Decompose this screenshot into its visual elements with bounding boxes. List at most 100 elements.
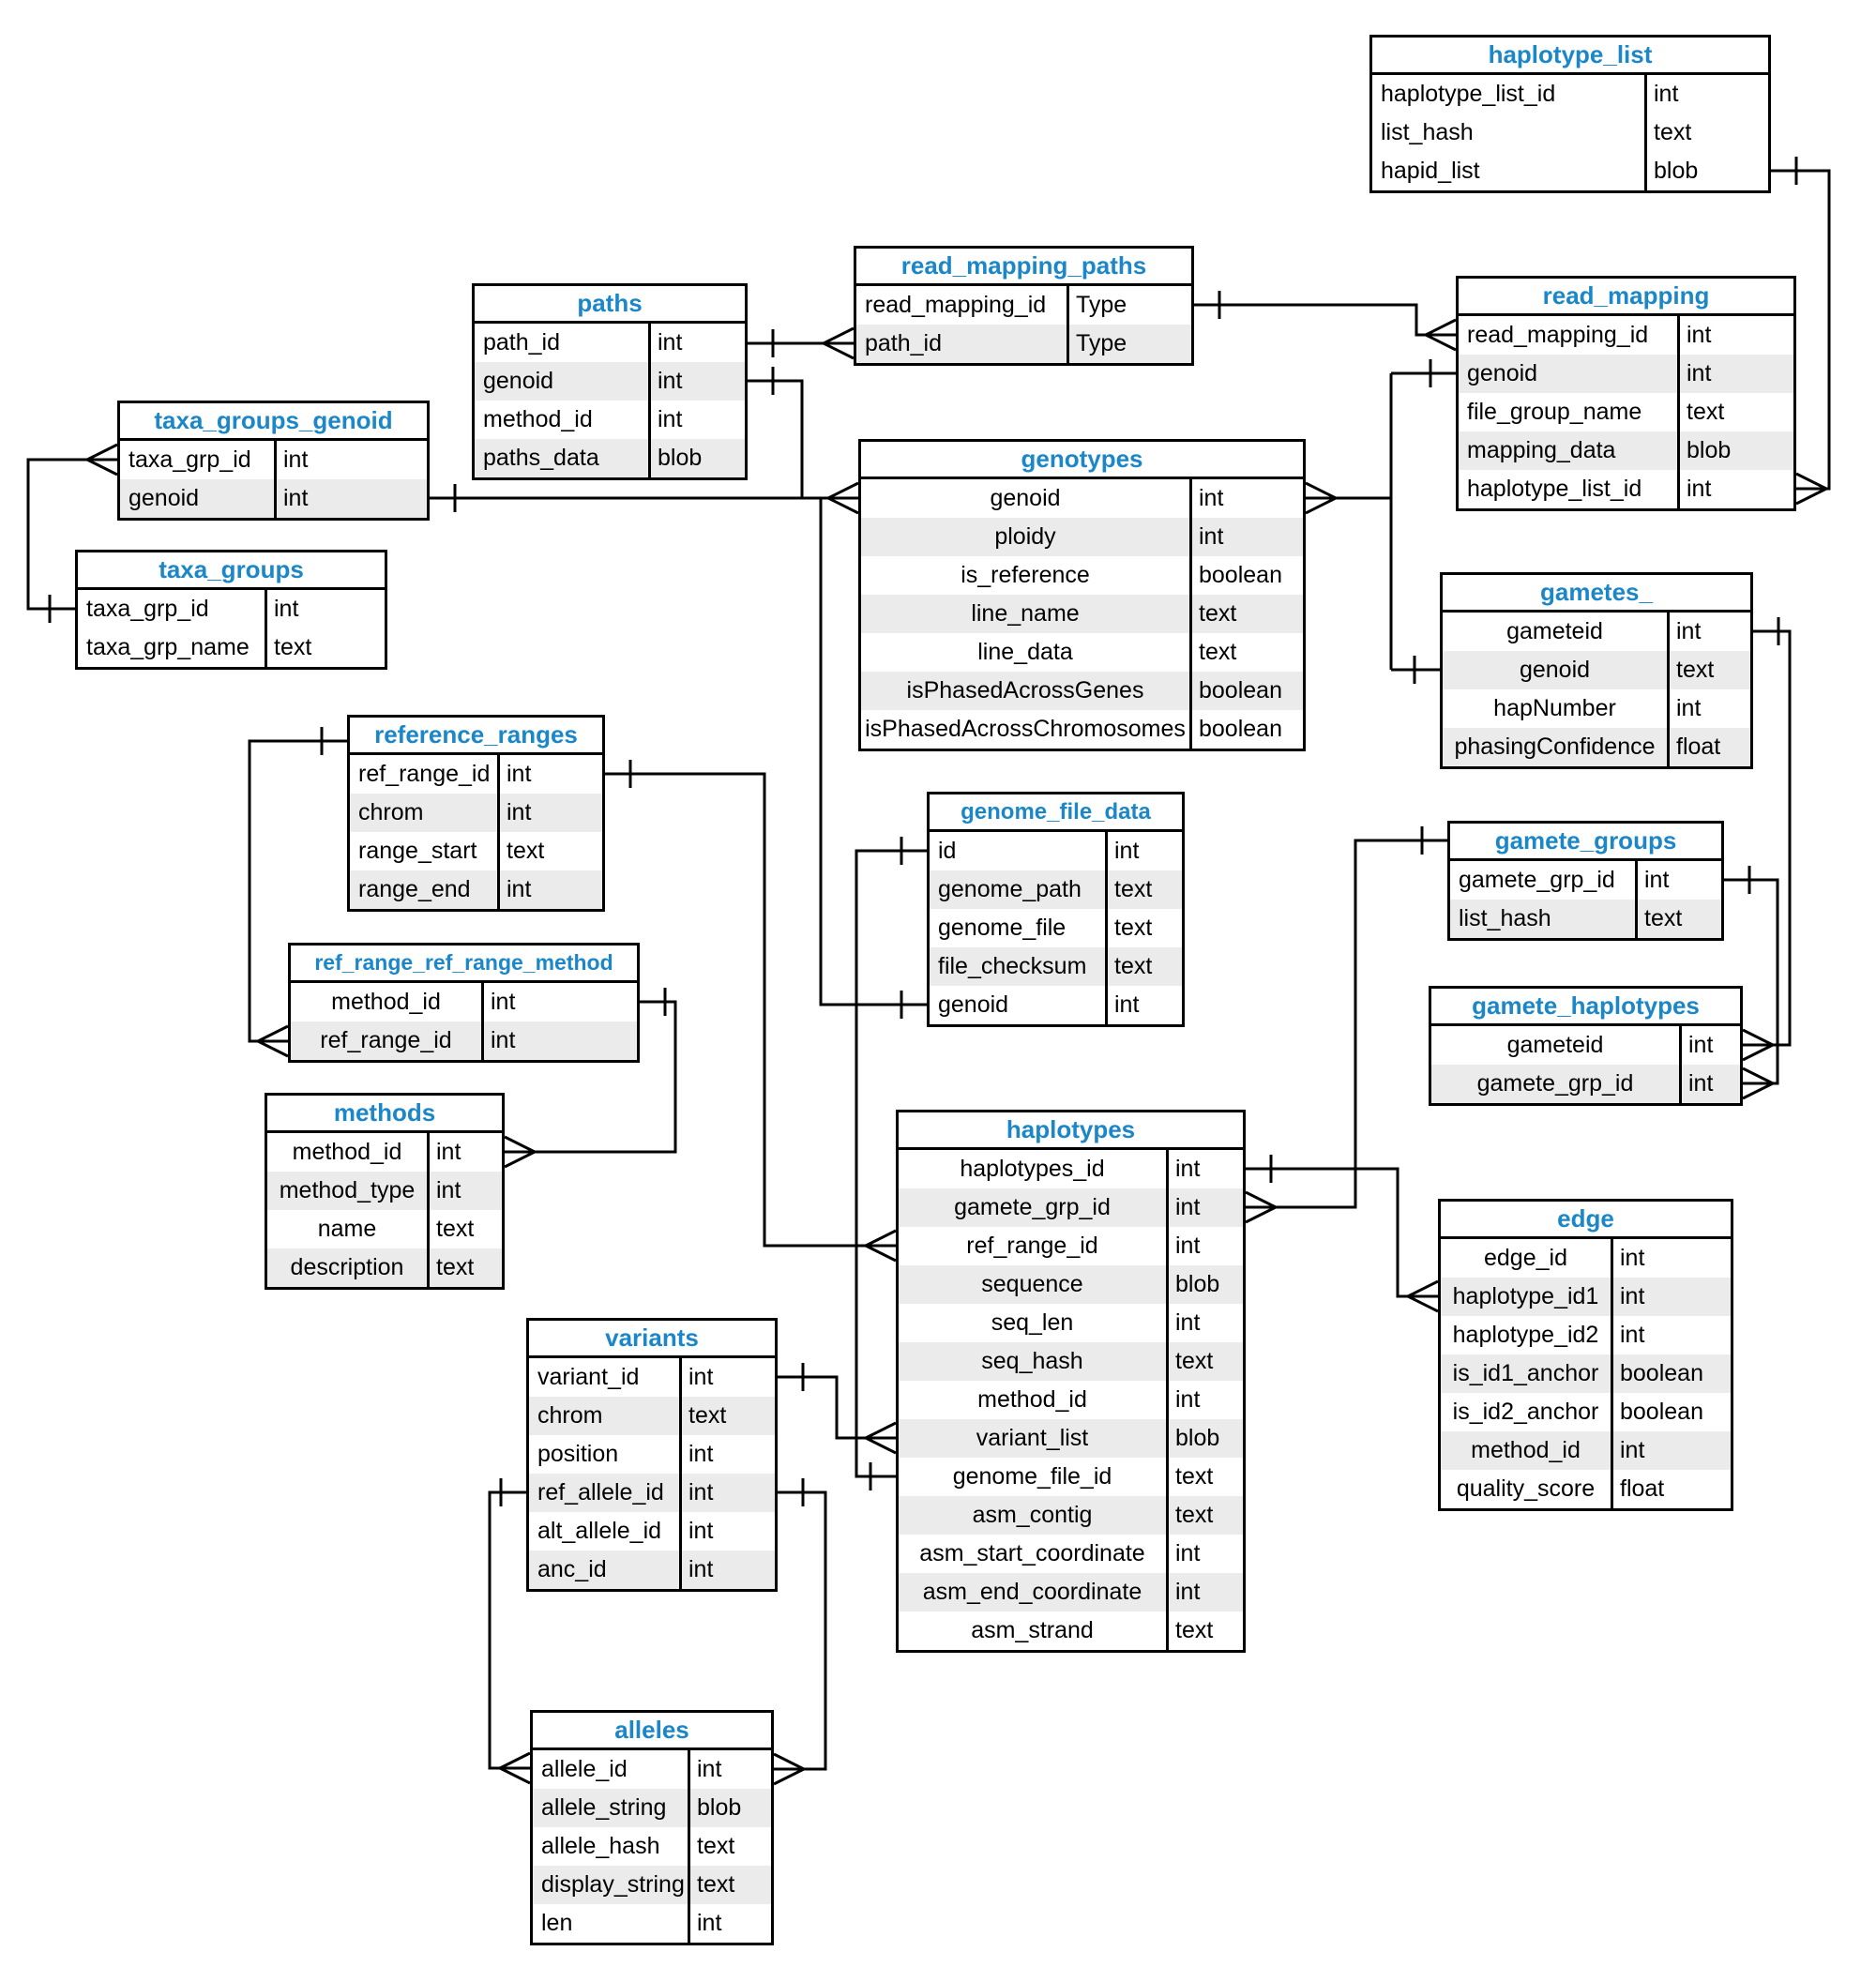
field-type: text <box>697 1833 735 1859</box>
relationship-connector <box>504 988 677 1169</box>
field-name: ploidy <box>861 518 1192 556</box>
field-type: int <box>436 1139 461 1165</box>
field-type: text <box>1676 657 1715 683</box>
field-name: file_checksum <box>930 947 1108 986</box>
table-title: taxa_groups <box>78 552 385 590</box>
field-name: range_start <box>350 832 500 870</box>
field-name: method_id <box>267 1133 430 1172</box>
field-type: boolean <box>1620 1360 1703 1386</box>
field-type: int <box>1688 1070 1714 1097</box>
field-name: list_hash <box>1450 900 1638 938</box>
field-name: seq_len <box>899 1304 1169 1342</box>
field-type: text <box>688 1402 727 1429</box>
field-type: int <box>1687 322 1712 348</box>
table-title: edge <box>1441 1202 1731 1239</box>
field-name: genoid <box>1443 651 1670 689</box>
table-title: gametes_ <box>1443 575 1750 613</box>
relationship-connector <box>778 1363 897 1455</box>
field-name: file_group_name <box>1459 393 1680 431</box>
table-title: ref_range_ref_range_method <box>291 946 637 983</box>
field-name: asm_end_coordinate <box>899 1573 1169 1611</box>
field-type: text <box>1687 399 1725 425</box>
field-type: int <box>507 876 532 902</box>
field-type: int <box>274 596 299 622</box>
field-name: genoid <box>120 479 277 518</box>
field-type: text <box>697 1871 735 1898</box>
field-type: int <box>658 406 683 432</box>
table-title: methods <box>267 1096 502 1133</box>
relationship-connector <box>605 760 897 1263</box>
field-name: taxa_grp_id <box>78 590 267 628</box>
field-type: float <box>1620 1475 1665 1502</box>
field-type: int <box>1175 1233 1201 1259</box>
relationship-connector <box>1391 656 1440 684</box>
field-name: phasingConfidence <box>1443 728 1670 766</box>
field-type: int <box>697 1756 722 1782</box>
field-name: allele_string <box>533 1789 690 1827</box>
table-row: file_group_name text <box>1459 393 1793 431</box>
field-type: blob <box>1654 158 1699 184</box>
relationship-connector <box>488 1478 531 1785</box>
field-type: boolean <box>1199 677 1282 704</box>
field-name: seq_hash <box>899 1342 1169 1381</box>
field-name: list_hash <box>1372 113 1647 152</box>
relationship-connector <box>1245 826 1447 1224</box>
field-name: name <box>267 1210 430 1248</box>
field-type: int <box>1175 1309 1201 1336</box>
field-type: int <box>1644 867 1670 893</box>
field-type: int <box>1175 1579 1201 1605</box>
field-type: text <box>1114 915 1153 941</box>
field-type: text <box>1644 905 1683 931</box>
table-title: haplotype_list <box>1372 38 1768 75</box>
relationship-connector <box>1194 291 1457 352</box>
relationship-connector <box>1724 866 1779 1100</box>
relationship-connector <box>748 367 804 498</box>
table-title: genome_file_data <box>930 794 1182 832</box>
field-type: int <box>688 1479 714 1505</box>
field-name: genoid <box>861 479 1192 518</box>
